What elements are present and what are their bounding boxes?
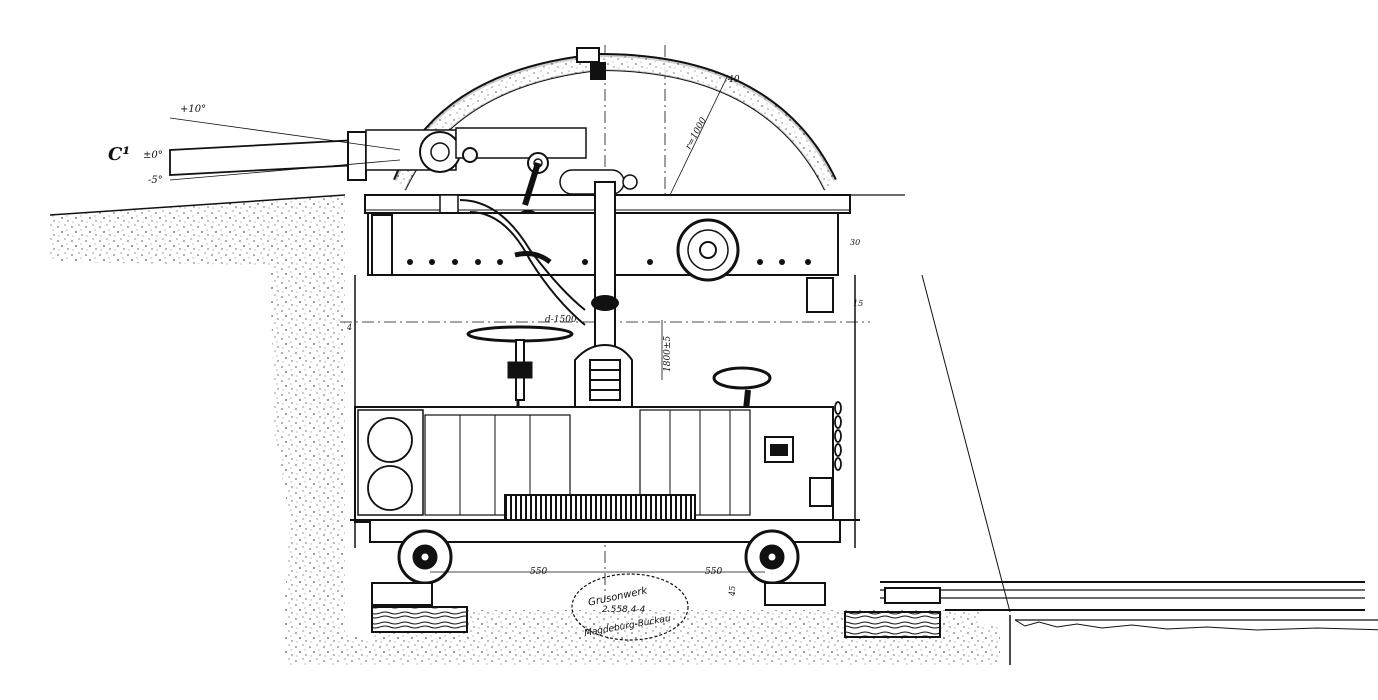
timber-sleeper-left bbox=[371, 606, 468, 633]
dome-radius-label: r=1000 bbox=[684, 116, 709, 152]
span-left-label: 550 bbox=[530, 567, 547, 577]
angle-level-label: ±0° bbox=[143, 150, 163, 161]
maker-stamp: Grusonwerk 2.558.4-4 Magdeburg-Buckau bbox=[571, 573, 689, 641]
span-right-label: 550 bbox=[705, 567, 722, 577]
shaft-diameter-label: d-1500 bbox=[545, 315, 577, 325]
side-label: C¹ bbox=[108, 144, 130, 165]
earth-fill bbox=[49, 194, 1378, 665]
dome bbox=[393, 47, 837, 191]
pulley-wheel bbox=[676, 218, 740, 282]
angle-up-label: +10° bbox=[180, 104, 206, 115]
stamp-line-2: 2.558.4-4 bbox=[602, 605, 646, 615]
slope-line bbox=[921, 274, 1011, 613]
toothed-ring bbox=[504, 494, 696, 522]
lower-carriage bbox=[350, 275, 860, 548]
gun-barrel bbox=[169, 117, 587, 181]
dimension-lines bbox=[430, 74, 765, 573]
angle-40-label: 40 bbox=[727, 75, 740, 85]
mark-45-label: 45 bbox=[728, 586, 737, 597]
timber-sleeper-right bbox=[844, 611, 941, 638]
roller-left bbox=[397, 529, 453, 585]
angle-down-label: -5° bbox=[148, 175, 163, 186]
roller-right bbox=[744, 529, 800, 585]
mark-15-label: 15 bbox=[853, 299, 863, 308]
base-plate bbox=[369, 519, 841, 543]
chain bbox=[834, 401, 842, 471]
track-rail bbox=[371, 581, 1365, 611]
supply-tube bbox=[459, 199, 586, 326]
mark-30-label: 30 bbox=[850, 238, 860, 247]
vertical-height-label: 1800±5 bbox=[663, 336, 673, 372]
mark-4-label: 4 bbox=[346, 323, 352, 332]
